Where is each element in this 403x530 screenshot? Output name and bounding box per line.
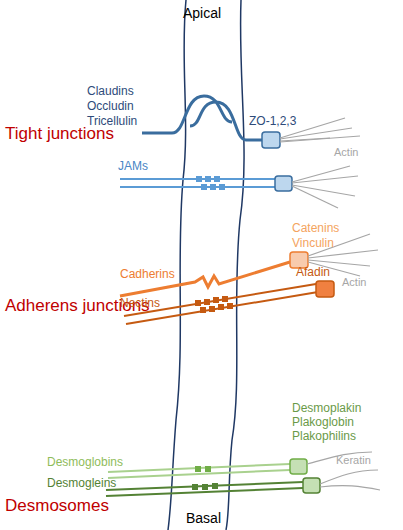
region-label: Basal (186, 511, 221, 526)
desmoplakin-protein (303, 478, 320, 493)
afadin-protein (316, 281, 334, 297)
filament-label: Actin (334, 146, 358, 158)
cell-membrane (168, 0, 186, 530)
protein-label: Plakophilins (292, 430, 356, 443)
cell-membrane (226, 0, 244, 530)
protein-label: JAMs (118, 160, 148, 173)
protein-label: Desmoplakin (292, 402, 361, 415)
protein-label: Vinculin (292, 237, 334, 250)
protein-label: Claudins (87, 85, 134, 98)
protein-label: Nectins (120, 297, 160, 310)
region-label: Apical (183, 6, 221, 21)
keratin-filaments (307, 452, 380, 490)
protein-label: Plakoglobin (292, 416, 354, 429)
protein-label: Afadin (296, 266, 330, 279)
protein-label: Occludin (87, 100, 134, 113)
protein-label: Cadherins (120, 268, 175, 281)
junction-title: Desmosomes (5, 497, 109, 516)
jam-domains (196, 176, 225, 190)
desmoglein-protein (106, 482, 303, 496)
nectin-domains (195, 296, 233, 313)
zo-protein (262, 132, 280, 148)
protein-label: Tricellulin (87, 115, 137, 128)
protein-label: ZO-1,2,3 (249, 115, 296, 128)
filament-label: Actin (342, 276, 366, 288)
desmoplakin-protein (290, 459, 307, 474)
desmoglein-domains (192, 483, 218, 490)
cadherin-protein (120, 262, 290, 296)
protein-label: Catenins (292, 222, 339, 235)
desmoglobin-domains (195, 466, 211, 472)
desmoglobin-protein (108, 464, 290, 478)
protein-label: Desmoglobins (47, 456, 123, 469)
actin-filaments (292, 166, 358, 208)
protein-label: Desmogleins (47, 477, 116, 490)
filament-label: Keratin (336, 454, 371, 466)
zo-protein (275, 176, 292, 191)
